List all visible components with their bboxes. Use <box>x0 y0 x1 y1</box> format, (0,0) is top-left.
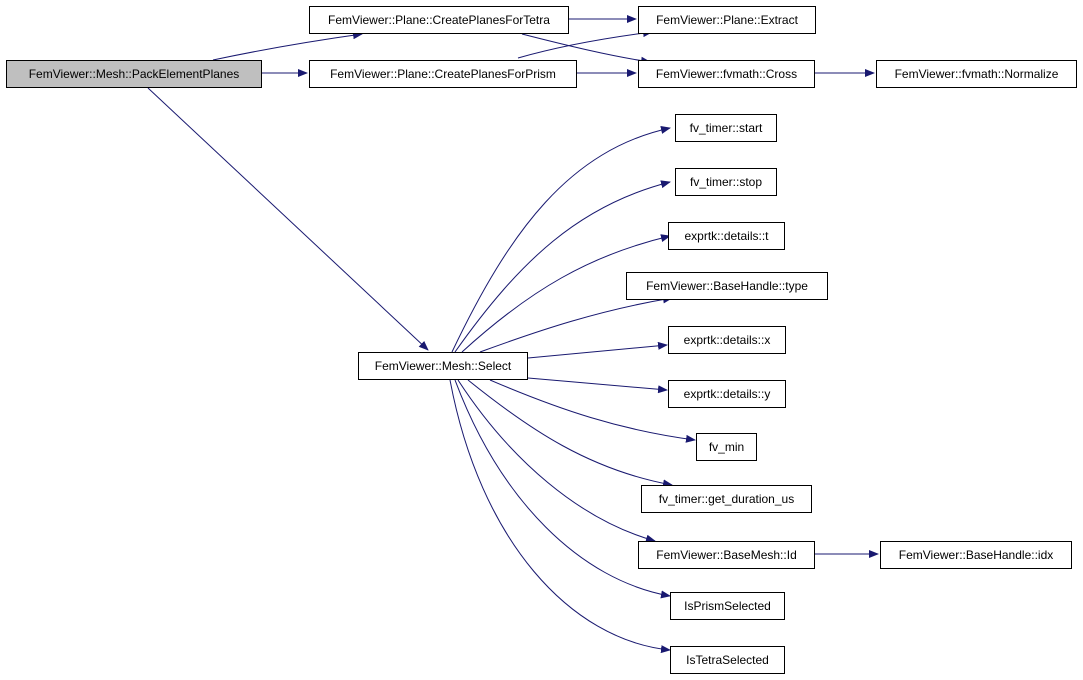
node-create-planes-for-tetra[interactable]: FemViewer::Plane::CreatePlanesForTetra <box>309 6 569 34</box>
edge-select-fvmin <box>489 379 696 443</box>
edge-packelementplanes-select <box>147 87 429 351</box>
node-fv-min[interactable]: fv_min <box>696 433 757 461</box>
node-fv-timer-get-duration-us[interactable]: fv_timer::get_duration_us <box>641 485 812 513</box>
node-pack-element-planes: FemViewer::Mesh::PackElementPlanes <box>6 60 262 88</box>
node-is-tetra-selected[interactable]: IsTetraSelected <box>670 646 785 674</box>
edge-select-istetraselected <box>449 379 671 654</box>
node-fv-timer-stop[interactable]: fv_timer::stop <box>675 168 777 196</box>
edge-select-stop <box>454 180 671 353</box>
edge-select-start <box>451 126 671 353</box>
node-basehandle-idx[interactable]: FemViewer::BaseHandle::idx <box>880 541 1072 569</box>
node-basemesh-id[interactable]: FemViewer::BaseMesh::Id <box>638 541 815 569</box>
node-mesh-select[interactable]: FemViewer::Mesh::Select <box>358 352 528 380</box>
edge-select-isprismselected <box>454 379 671 599</box>
node-fvmath-normalize[interactable]: FemViewer::fvmath::Normalize <box>876 60 1077 88</box>
node-fv-timer-start[interactable]: fv_timer::start <box>675 114 777 142</box>
edge-select-id <box>457 379 656 543</box>
edge-packelementplanes-createplanesfortetra <box>212 31 363 61</box>
node-is-prism-selected[interactable]: IsPrismSelected <box>670 592 785 620</box>
edge-createplanesfortetra-cross <box>521 33 651 65</box>
node-plane-extract[interactable]: FemViewer::Plane::Extract <box>638 6 816 34</box>
node-basehandle-type[interactable]: FemViewer::BaseHandle::type <box>626 272 828 300</box>
node-create-planes-for-prism[interactable]: FemViewer::Plane::CreatePlanesForPrism <box>309 60 577 88</box>
node-exprtk-t[interactable]: exprtk::details::t <box>668 222 785 250</box>
edge-select-getduration <box>467 379 673 488</box>
edge-select-t <box>461 234 671 353</box>
node-exprtk-y[interactable]: exprtk::details::y <box>668 380 786 408</box>
edge-select-x <box>527 341 668 359</box>
edge-select-type <box>479 295 673 353</box>
node-fvmath-cross[interactable]: FemViewer::fvmath::Cross <box>638 60 815 88</box>
edge-select-y <box>527 377 668 394</box>
node-exprtk-x[interactable]: exprtk::details::x <box>668 326 786 354</box>
edge-createplanesforprism-extract <box>517 29 653 59</box>
